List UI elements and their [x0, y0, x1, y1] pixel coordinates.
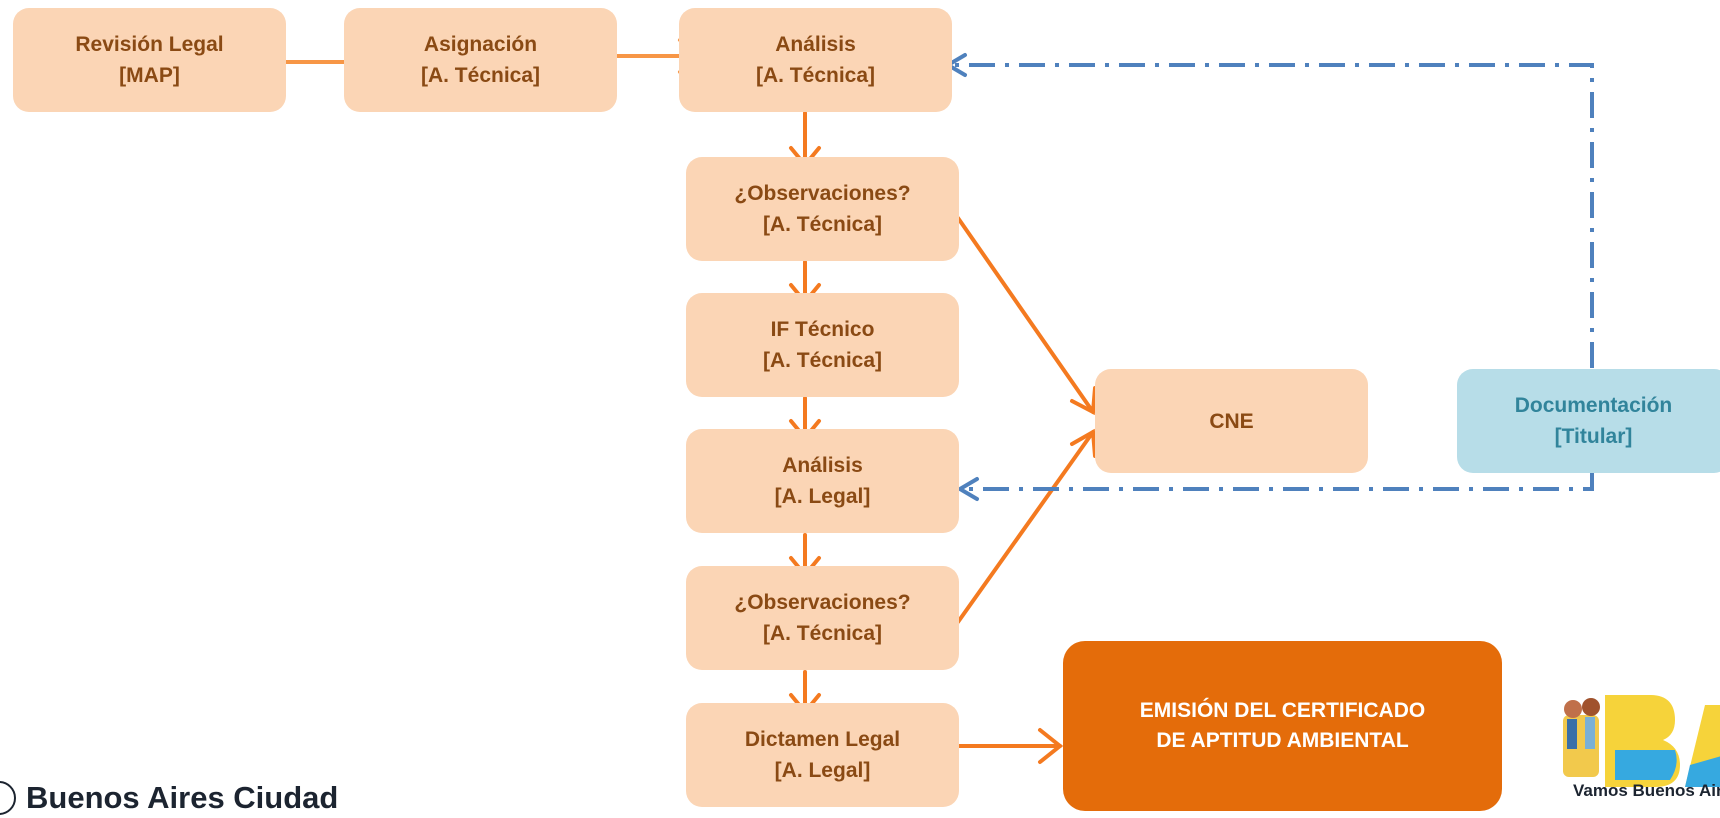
node-if-tecnico: IF Técnico [A. Técnica] [686, 293, 959, 397]
node-label-line2: [A. Legal] [774, 485, 871, 508]
node-label-line2: [A. Técnica] [420, 64, 541, 87]
city-seal-icon [0, 781, 16, 815]
node-label-line1: Dictamen Legal [744, 728, 901, 751]
node-asignacion: Asignación [A. Técnica] [344, 8, 617, 112]
node-observaciones-1: ¿Observaciones? [A. Técnica] [686, 157, 959, 261]
node-revision-legal: Revisión Legal [MAP] [13, 8, 286, 112]
node-label-line1: IF Técnico [770, 318, 875, 341]
feedback-arrowhead-bottom [956, 477, 979, 501]
node-dictamen-legal: Dictamen Legal [A. Legal] [686, 703, 959, 807]
node-label-line1: EMISIÓN DEL CERTIFICADO [1139, 699, 1426, 722]
arrow-observaciones2-to-cne [956, 428, 1097, 624]
node-label-line2: [A. Técnica] [762, 349, 883, 372]
node-cne: CNE [1095, 369, 1368, 473]
node-label-line2: [MAP] [119, 64, 180, 87]
arrow-dictamen-to-emision [956, 728, 1064, 764]
arrow-observaciones1-to-cne [956, 216, 1097, 416]
node-documentacion: Documentación [Titular] [1457, 369, 1720, 473]
logo-text: Buenos Aires Ciudad [26, 780, 339, 815]
vamos-buenos-aires-caption: Vamos Buenos Aires [1573, 781, 1720, 800]
node-label-line2: [Titular] [1554, 425, 1633, 448]
node-label-line1: Análisis [782, 454, 863, 477]
node-label-line2: [A. Técnica] [762, 213, 883, 236]
node-label-line1: Revisión Legal [75, 33, 224, 56]
node-emision-certificado: EMISIÓN DEL CERTIFICADO DE APTITUD AMBIE… [1063, 641, 1502, 811]
node-observaciones-2: ¿Observaciones? [A. Técnica] [686, 566, 959, 670]
vamos-buenos-aires-logo [1563, 695, 1720, 787]
feedback-loop-to-analisis-tecnica [950, 63, 1594, 368]
node-label-line1: CNE [1209, 409, 1254, 433]
feedback-loop-to-analisis-legal [962, 472, 1594, 491]
node-label-line2: DE APTITUD AMBIENTAL [1156, 729, 1409, 752]
node-label-line1: Asignación [423, 33, 538, 56]
node-label-line1: ¿Observaciones? [734, 182, 911, 205]
node-label-line1: ¿Observaciones? [734, 591, 911, 614]
node-analisis-legal: Análisis [A. Legal] [686, 429, 959, 533]
node-label-line1: Análisis [775, 33, 856, 56]
node-label-line2: [A. Técnica] [755, 64, 876, 87]
node-label-line2: [A. Legal] [774, 759, 871, 782]
node-label-line2: [A. Técnica] [762, 622, 883, 645]
node-analisis-tecnica: Análisis [A. Técnica] [679, 8, 952, 112]
buenos-aires-ciudad-logo: Buenos Aires Ciudad [0, 778, 338, 818]
node-label-line1: Documentación [1514, 394, 1673, 417]
